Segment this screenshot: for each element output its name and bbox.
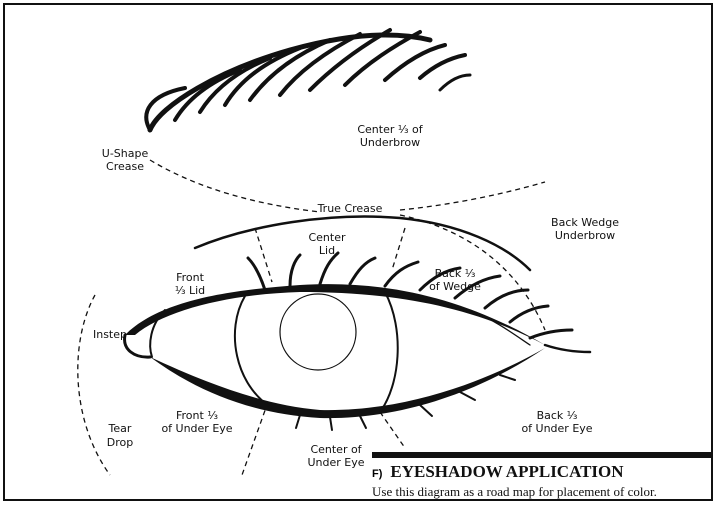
caption-title: EYESHADOW APPLICATION [390,462,624,481]
caption: F) EYESHADOW APPLICATION Use this diagram… [372,452,712,500]
label-true-crease: True Crease [317,202,383,215]
caption-subtitle: Use this diagram as a road map for place… [372,484,657,499]
caption-letter: F) [372,468,383,480]
label-instep: Instep [93,328,127,341]
eye [123,251,592,431]
crease-lines [77,159,546,476]
diagram-frame [3,3,713,501]
eyebrow [144,28,472,133]
caption-title-row: F) EYESHADOW APPLICATION [372,462,712,482]
